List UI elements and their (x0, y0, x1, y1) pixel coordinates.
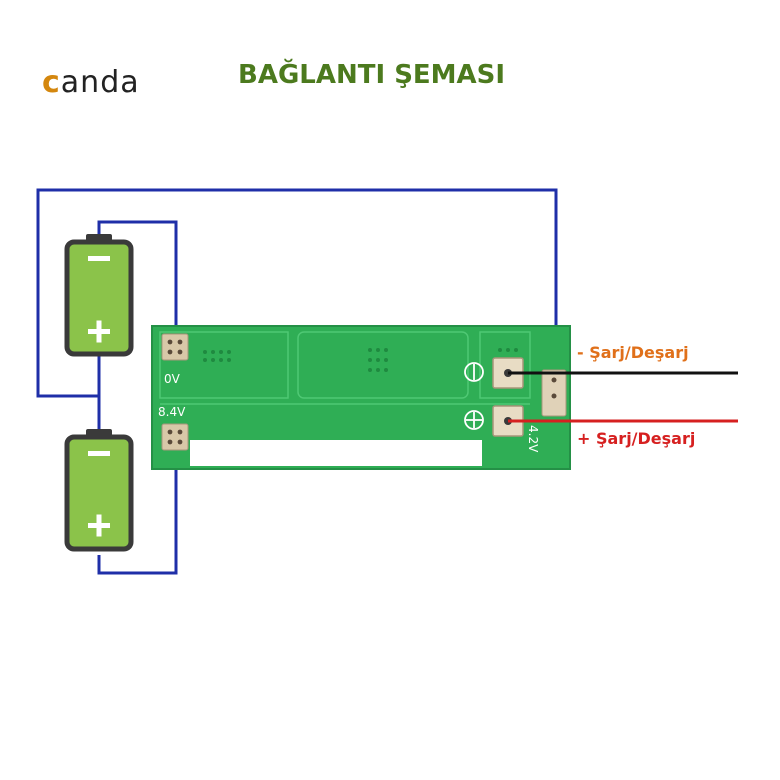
positive-terminal-label: + Şarj/Deşarj (577, 429, 696, 448)
logo-first-letter: c (42, 65, 61, 100)
canda-logo: canda (42, 68, 140, 98)
battery-top (64, 234, 134, 357)
wire-eight-four-v (97, 440, 178, 575)
page-title: BAĞLANTI ŞEMASI (238, 60, 506, 90)
label-eight-four-v: 8.4V (158, 405, 186, 419)
wire-top-loop (36, 188, 558, 398)
battery-bottom (64, 429, 134, 552)
bms-board (151, 325, 571, 470)
logo-rest: anda (60, 65, 140, 100)
wire-zero-v (97, 220, 178, 346)
label-zero-v: 0V (164, 372, 180, 386)
label-four-two-v: 4.2V (526, 425, 540, 453)
negative-terminal-label: - Şarj/Deşarj (577, 343, 689, 362)
